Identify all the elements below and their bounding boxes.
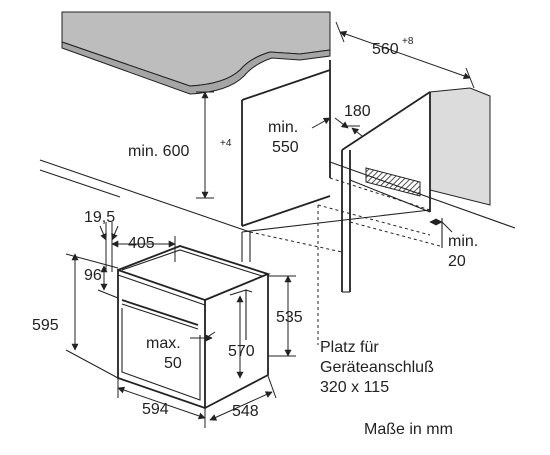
wall-panel-right: [429, 87, 491, 206]
label-gap-50-line1: max.: [146, 335, 181, 352]
label-height-570: 570: [228, 343, 255, 360]
dimension-lines: [65, 21, 475, 428]
label-connection-line2: Geräteanschluß: [320, 359, 434, 376]
label-units-note: Maße in mm: [364, 421, 453, 438]
label-opening-180: 180: [344, 103, 371, 120]
connection-opening: [365, 167, 421, 197]
label-width-560: 560: [372, 41, 399, 58]
label-height-600: min. 600: [128, 143, 189, 160]
label-depth-550-line1: min.: [268, 119, 298, 136]
label-depth-405: 405: [128, 235, 155, 252]
label-gap-20-line1: min.: [448, 233, 478, 250]
label-connection-line1: Platz für: [320, 339, 379, 356]
label-height-96: 96: [84, 267, 102, 284]
label-width-560-tolerance: +8: [402, 36, 414, 47]
countertop-left: [61, 11, 331, 95]
label-gap-50-line2: 50: [164, 355, 182, 372]
label-gap-20-line2: 20: [448, 253, 466, 270]
oven: [117, 245, 271, 410]
label-height-600-tolerance: +4: [220, 138, 232, 149]
label-depth-550-line2: 550: [272, 139, 299, 156]
label-depth-548: 548: [232, 403, 259, 420]
label-height-595: 595: [32, 317, 59, 334]
label-connection-line3: 320 x 115: [320, 379, 389, 396]
label-panel-19-5: 19,5: [84, 209, 115, 226]
label-width-594: 594: [142, 401, 169, 418]
label-height-535: 535: [276, 309, 303, 326]
dimension-labels: 560 +8 min. 600 +4 min. 550 180 min. 20 …: [32, 36, 478, 438]
